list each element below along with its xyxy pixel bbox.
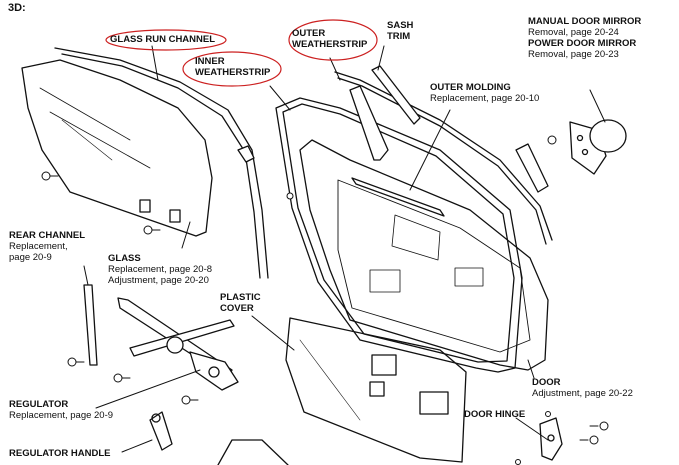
- clip-part: [237, 145, 255, 163]
- mirror-label: MANUAL DOOR MIRROR Removal, page 20-24 P…: [528, 16, 641, 60]
- rear-channel-part: [83, 284, 98, 366]
- highlight-inner-weatherstrip: [182, 51, 282, 87]
- regulator-handle-label: REGULATOR HANDLE: [9, 448, 111, 459]
- leader-glass-run-channel: [151, 45, 159, 81]
- leader-lines: [83, 45, 606, 453]
- rear-channel-sub-1: Replacement,: [9, 241, 68, 252]
- manual-door-mirror-sub: Removal, page 20-24: [528, 27, 619, 38]
- regulator-title: REGULATOR: [9, 399, 69, 410]
- door-hinge-title: DOOR HINGE: [464, 409, 526, 420]
- bolt-icon: [113, 373, 131, 383]
- outer-weatherstrip-part: [334, 71, 553, 245]
- door-label: DOOR Adjustment, page 20-22: [532, 377, 633, 399]
- regulator-handle-title: REGULATOR HANDLE: [9, 448, 111, 459]
- glass-run-channel-part: [54, 47, 269, 279]
- regulator-sub: Replacement, page 20-9: [9, 410, 114, 421]
- leader-door: [527, 359, 535, 379]
- manual-door-mirror-title: MANUAL DOOR MIRROR: [528, 16, 642, 27]
- door-sub: Adjustment, page 20-22: [532, 388, 633, 399]
- rear-channel-title: REAR CHANNEL: [9, 230, 85, 241]
- outer-molding-title: OUTER MOLDING: [430, 82, 511, 93]
- sash-trim-label: SASH TRIM: [387, 20, 413, 42]
- glass-sub-1: Replacement, page 20-8: [108, 264, 213, 275]
- bolt-icon: [143, 225, 161, 235]
- outer-molding-label: OUTER MOLDING Replacement, page 20-10: [430, 82, 539, 104]
- bolt-icon: [545, 411, 551, 417]
- glass-title: GLASS: [108, 253, 141, 264]
- lower-panel-part: [217, 439, 289, 465]
- plastic-cover-title-1: PLASTIC: [220, 292, 261, 303]
- glass-panel: [21, 59, 213, 237]
- outer-weatherstrip-title-1: OUTER: [292, 28, 326, 39]
- door-hinge-part: [539, 417, 563, 461]
- regulator-part: [117, 297, 239, 391]
- outer-weatherstrip-label: OUTER WEATHERSTRIP: [292, 28, 367, 50]
- leader-mirror: [589, 89, 606, 123]
- leader-door-hinge: [515, 417, 549, 441]
- leader-inner-weatherstrip: [269, 85, 291, 111]
- leader-outer-molding: [409, 109, 451, 191]
- bolt-icon: [286, 192, 294, 200]
- plastic-cover-part: [285, 317, 467, 463]
- glass-label: GLASS Replacement, page 20-8 Adjustment,…: [108, 253, 212, 286]
- rear-channel-sub-2: page 20-9: [9, 252, 52, 263]
- leader-rear-channel: [83, 265, 89, 286]
- sash-trim-title-2: TRIM: [387, 31, 411, 42]
- leader-sash-trim: [377, 45, 385, 71]
- plastic-cover-label: PLASTIC COVER: [220, 292, 261, 314]
- bolt-icon: [181, 395, 199, 405]
- rear-channel-label: REAR CHANNEL Replacement, page 20-9: [9, 230, 85, 263]
- bolt-icon: [589, 421, 609, 431]
- glass-run-channel-label: GLASS RUN CHANNEL: [110, 34, 215, 45]
- highlight-glass-run-channel: [105, 29, 227, 51]
- mirror-garnish-part: [515, 143, 549, 193]
- plastic-cover-title-2: COVER: [220, 303, 254, 314]
- power-door-mirror-sub: Removal, page 20-23: [528, 49, 619, 60]
- leader-outer-weatherstrip: [329, 57, 341, 81]
- leader-regulator-handle: [121, 439, 153, 453]
- outer-molding-part: [351, 177, 445, 217]
- inner-weatherstrip-label: INNER WEATHERSTRIP: [195, 56, 270, 78]
- bolt-icon: [41, 171, 59, 181]
- highlight-ellipses: [105, 19, 378, 87]
- outer-molding-sub: Replacement, page 20-10: [430, 93, 540, 104]
- highlight-outer-weatherstrip: [288, 19, 378, 61]
- sash-trim-title-1: SASH: [387, 20, 414, 31]
- leader-plastic-cover: [251, 315, 295, 351]
- sash-trim-part: [349, 65, 421, 161]
- leader-regulator: [95, 369, 201, 409]
- door-hinge-label: DOOR HINGE: [464, 409, 525, 420]
- bolt-icon: [579, 435, 599, 445]
- inner-weatherstrip-title-2: WEATHERSTRIP: [195, 67, 271, 78]
- bolt-icons: [41, 135, 609, 465]
- regulator-label: REGULATOR Replacement, page 20-9: [9, 399, 113, 421]
- bolt-icon: [67, 357, 85, 367]
- bolt-icon: [515, 459, 521, 465]
- inner-weatherstrip-title-1: INNER: [195, 56, 225, 67]
- glass-sub-2: Adjustment, page 20-20: [108, 275, 209, 286]
- leader-glass: [181, 221, 191, 249]
- power-door-mirror-title: POWER DOOR MIRROR: [528, 38, 637, 49]
- regulator-handle-part: [149, 411, 173, 451]
- bolt-icon: [547, 135, 557, 145]
- door-mirror-part: [569, 119, 627, 175]
- inner-weatherstrip-part: [275, 97, 523, 373]
- door-title: DOOR: [532, 377, 561, 388]
- glass-run-channel-title: GLASS RUN CHANNEL: [110, 34, 216, 45]
- section-label: 3D:: [8, 2, 26, 14]
- outer-weatherstrip-title-2: WEATHERSTRIP: [292, 39, 368, 50]
- door-shell-part: [299, 139, 549, 371]
